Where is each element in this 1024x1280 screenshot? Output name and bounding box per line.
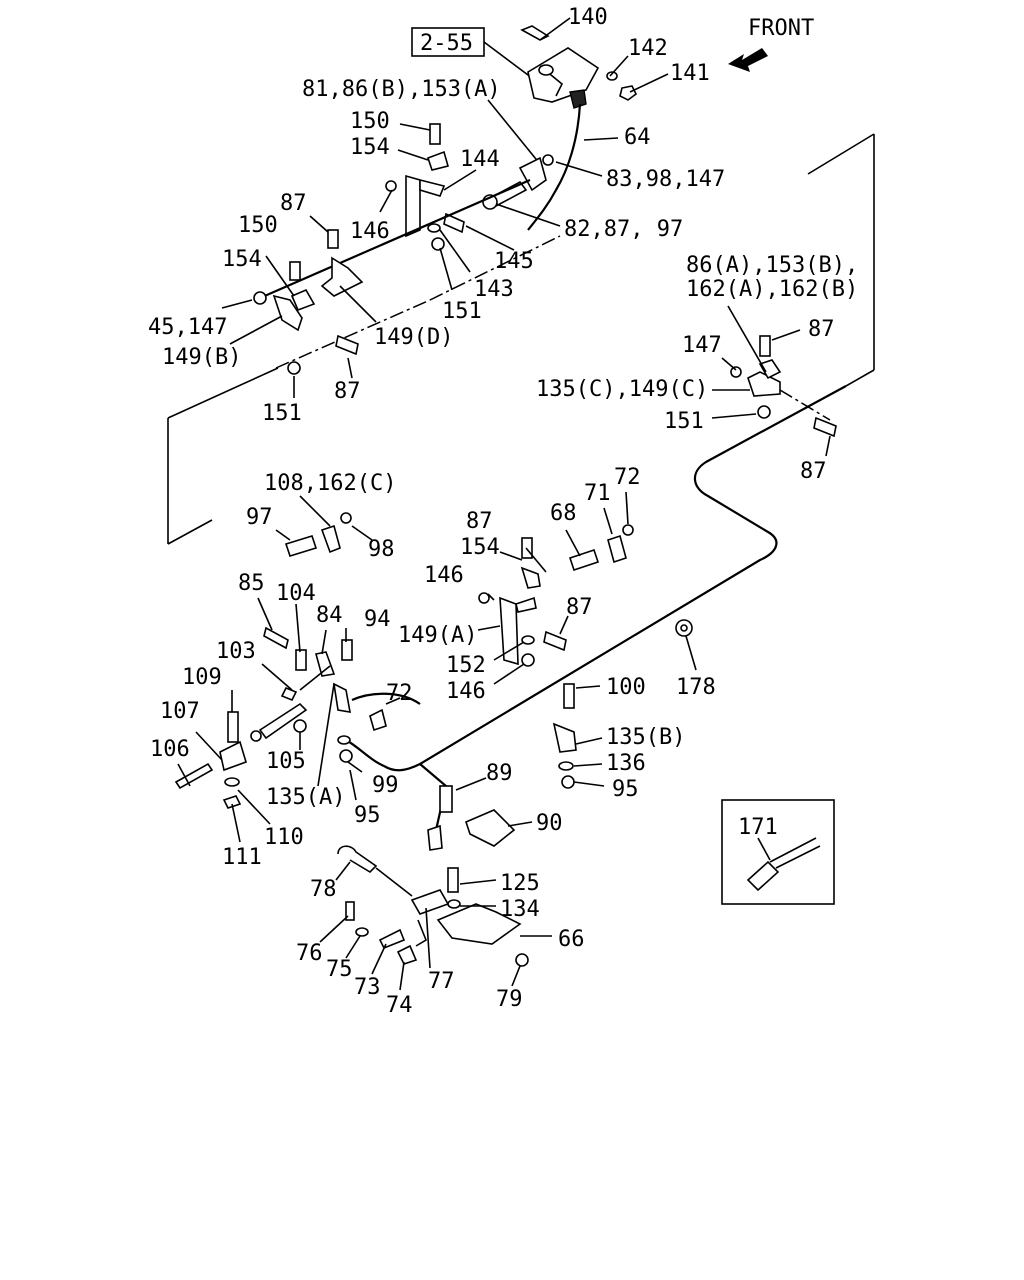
label-87c: 87	[808, 317, 835, 342]
label-82: 82,87, 97	[564, 217, 683, 242]
bracket-144-assembly	[385, 123, 465, 251]
front-label: FRONT	[748, 16, 814, 41]
label-81: 81,86(B),153(A)	[302, 77, 501, 102]
label-151c: 151	[664, 409, 704, 434]
label-68: 68	[550, 501, 577, 526]
label-86: 86(A),153(B),	[686, 253, 858, 278]
label-149a: 149(A)	[398, 623, 477, 648]
label-76: 76	[296, 941, 323, 966]
inset-171	[721, 799, 835, 905]
label-111: 111	[222, 845, 262, 870]
label-146b: 146	[424, 563, 464, 588]
label-107: 107	[160, 699, 200, 724]
label-87a: 87	[280, 191, 307, 216]
label-178: 178	[676, 675, 716, 700]
clip-108	[284, 512, 352, 557]
label-147: 147	[682, 333, 722, 358]
label-90: 90	[536, 811, 563, 836]
label-99: 99	[372, 773, 399, 798]
grommet-178	[675, 619, 693, 637]
label-142: 142	[628, 36, 668, 61]
clip-bracket-top	[482, 154, 554, 210]
bracket-149b	[253, 261, 359, 375]
label-74: 74	[386, 993, 413, 1018]
label-94: 94	[364, 607, 391, 632]
label-73: 73	[354, 975, 381, 1000]
label-72a: 72	[614, 465, 641, 490]
label-134: 134	[500, 897, 540, 922]
label-150a: 150	[350, 109, 390, 134]
label-87f: 87	[566, 595, 593, 620]
label-154c: 154	[460, 535, 500, 560]
label-135a: 135(A)	[266, 785, 345, 810]
label-145: 145	[494, 249, 534, 274]
label-45: 45,147	[148, 315, 227, 340]
label-135c: 135(C),149(C)	[536, 377, 708, 402]
label-83: 83,98,147	[606, 167, 725, 192]
label-77: 77	[428, 969, 455, 994]
clip-149c	[730, 335, 837, 438]
cable-end-89	[427, 785, 516, 851]
front-arrow-icon	[728, 48, 768, 72]
label-125: 125	[500, 871, 540, 896]
label-171: 171	[738, 815, 778, 840]
label-95b: 95	[612, 777, 639, 802]
label-141: 141	[670, 61, 710, 86]
label-109: 109	[182, 665, 222, 690]
label-78: 78	[310, 877, 337, 902]
label-85: 85	[238, 571, 265, 596]
label-87d: 87	[800, 459, 827, 484]
lever-linkage-assembly	[174, 626, 387, 809]
label-105: 105	[266, 749, 306, 774]
label-87e: 87	[466, 509, 493, 534]
label-110: 110	[264, 825, 304, 850]
brake-lever-assembly	[520, 25, 638, 109]
label-97: 97	[246, 505, 273, 530]
clip-68-71	[568, 524, 634, 572]
label-140: 140	[568, 5, 608, 30]
label-146a: 146	[350, 219, 390, 244]
label-87b: 87	[334, 379, 361, 404]
label-79: 79	[496, 987, 523, 1012]
label-135b: 135(B)	[606, 725, 685, 750]
label-108: 108,162(C)	[264, 471, 396, 496]
label-150b: 150	[238, 213, 278, 238]
label-75: 75	[326, 957, 353, 982]
label-149d: 149(D)	[374, 325, 453, 350]
label-100: 100	[606, 675, 646, 700]
label-89: 89	[486, 761, 513, 786]
label-151a: 151	[442, 299, 482, 324]
label-152: 152	[446, 653, 486, 678]
label-84: 84	[316, 603, 343, 628]
label-143: 143	[474, 277, 514, 302]
label-154a: 154	[350, 135, 390, 160]
label-64: 64	[624, 125, 651, 150]
bracket-149d	[320, 229, 364, 297]
label-95a: 95	[354, 803, 381, 828]
bracket-135b	[552, 683, 577, 789]
label-71: 71	[584, 481, 611, 506]
label-104: 104	[276, 581, 316, 606]
label-136: 136	[606, 751, 646, 776]
label-146c: 146	[446, 679, 486, 704]
reference-box-label: 2-55	[420, 31, 473, 56]
label-154b: 154	[222, 247, 262, 272]
label-66: 66	[558, 927, 585, 952]
label-149b: 149(B)	[162, 345, 241, 370]
label-106: 106	[150, 737, 190, 762]
label-151b: 151	[262, 401, 302, 426]
label-98: 98	[368, 537, 395, 562]
label-72b: 72	[386, 681, 413, 706]
equalizer-assembly	[337, 845, 529, 967]
reference-box[interactable]: 2-55	[411, 27, 485, 57]
label-162: 162(A),162(B)	[686, 277, 858, 302]
label-103: 103	[216, 639, 256, 664]
label-144: 144	[460, 147, 500, 172]
